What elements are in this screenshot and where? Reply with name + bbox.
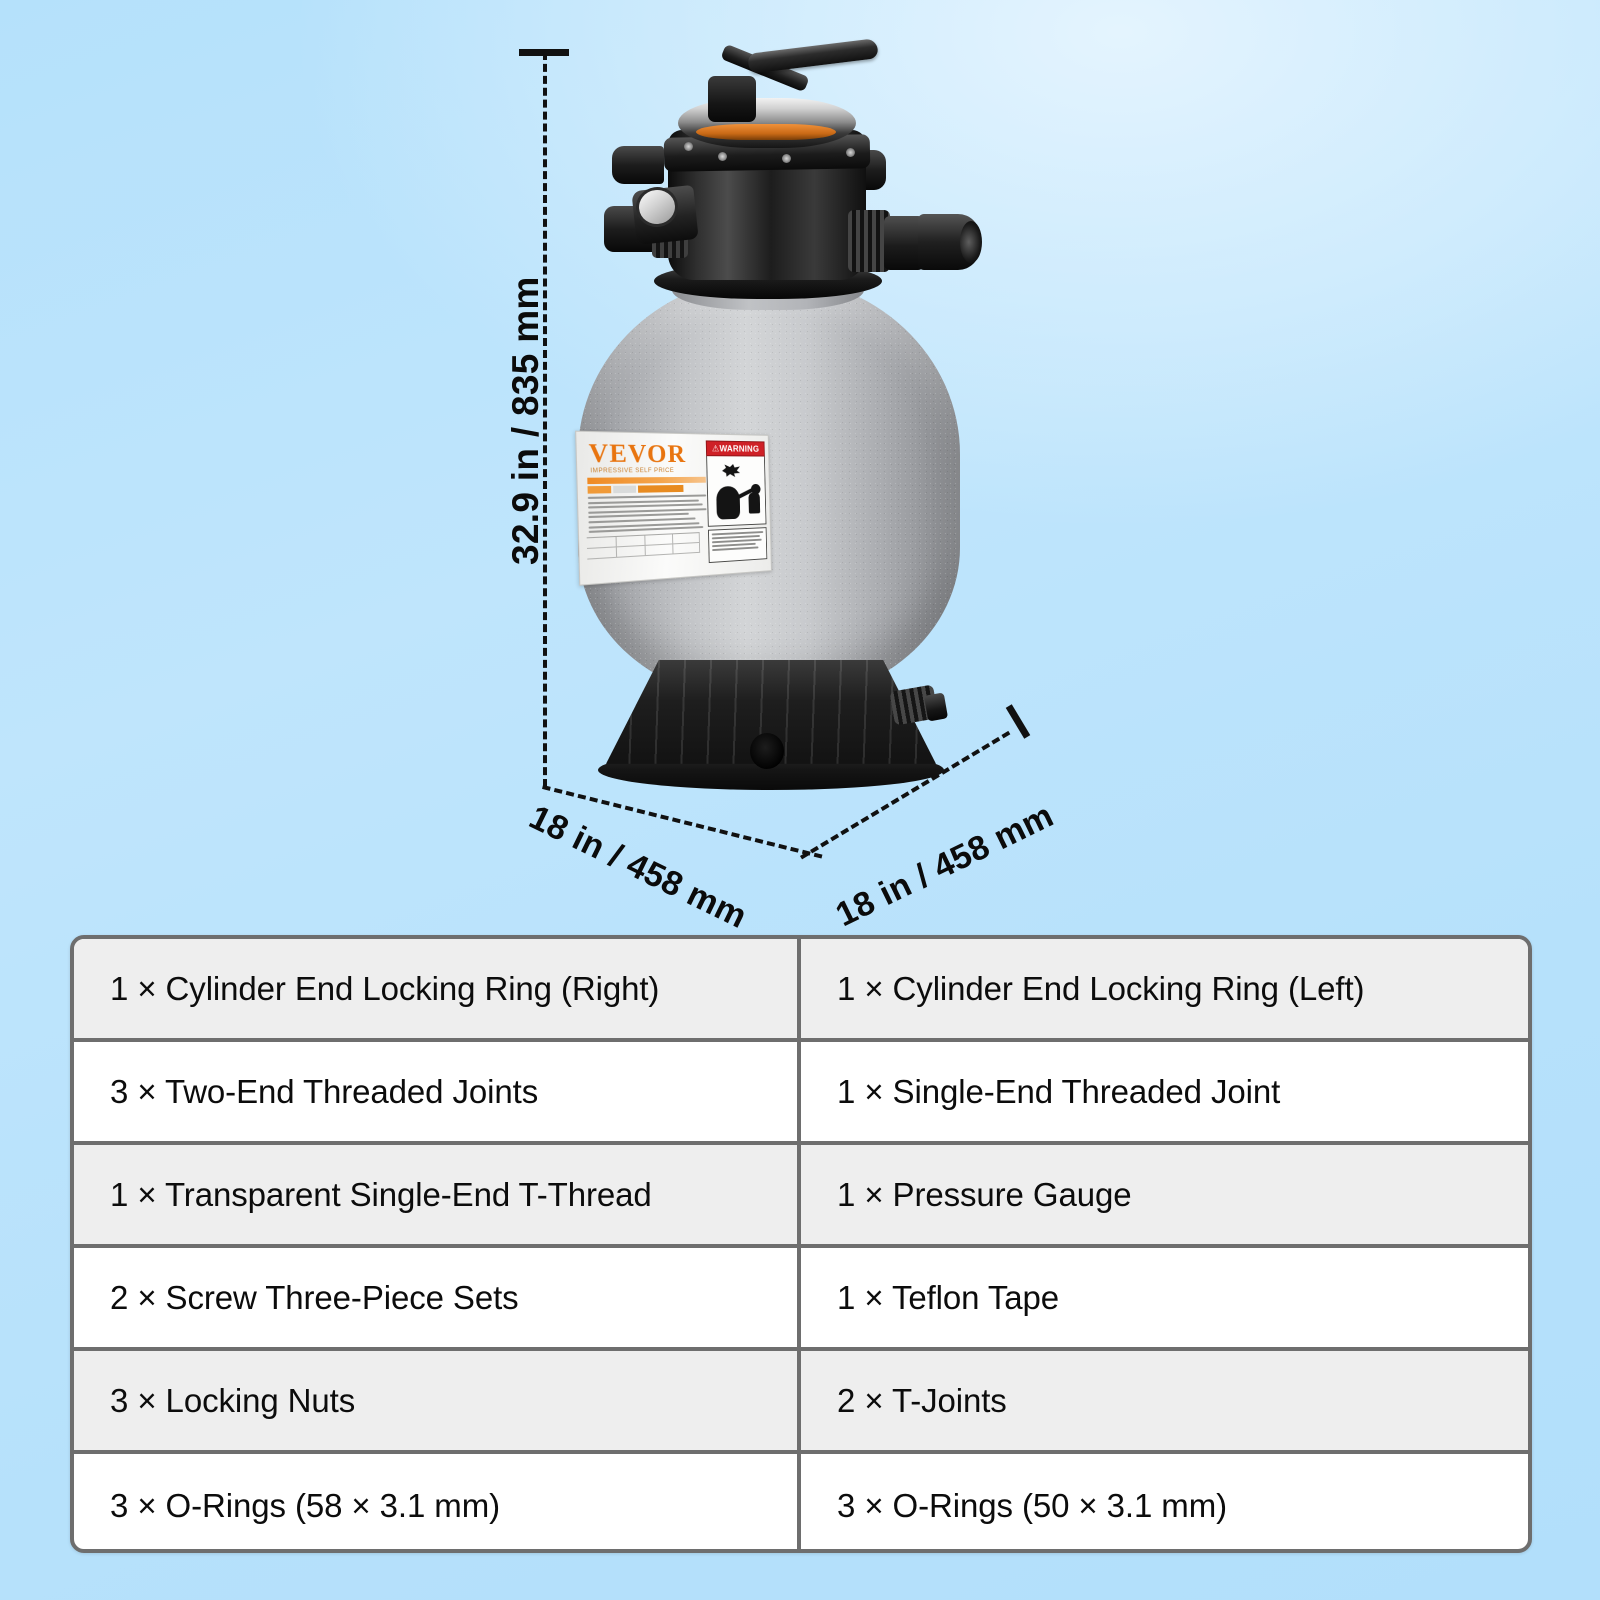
table-cell-left: 1 × Transparent Single-End T-Thread bbox=[74, 1145, 801, 1244]
table-row: 3 × O-Rings (58 × 3.1 mm) 3 × O-Rings (5… bbox=[74, 1454, 1528, 1549]
valve-screw bbox=[718, 152, 727, 161]
height-dimension-top-tick bbox=[519, 49, 569, 56]
table-cell-right: 3 × O-Rings (50 × 3.1 mm) bbox=[837, 1486, 1227, 1524]
table-cell-left: 3 × Two-End Threaded Joints bbox=[74, 1042, 801, 1141]
height-dimension-label: 32.9 in / 835 mm bbox=[505, 276, 546, 565]
valve-port-upper-left bbox=[612, 146, 664, 184]
valve-top-cap bbox=[678, 98, 856, 148]
label-chip bbox=[637, 484, 684, 493]
table-cell-left: 3 × Locking Nuts bbox=[74, 1351, 801, 1450]
front-width-dimension-label: 18 in / 458 mm bbox=[523, 798, 753, 936]
pictogram-burst-icon bbox=[722, 464, 740, 478]
table-row: 1 × Transparent Single-End T-Thread 1 × … bbox=[74, 1145, 1528, 1248]
warning-pictogram bbox=[706, 456, 767, 527]
valve-handle-hub[interactable] bbox=[708, 76, 756, 122]
valve-union-mid-right bbox=[884, 216, 924, 270]
table-cell-right: 1 × Teflon Tape bbox=[837, 1278, 1060, 1316]
label-spec-grid bbox=[586, 532, 701, 560]
warning-header: ⚠WARNING bbox=[705, 440, 765, 457]
label-accent-bar bbox=[587, 476, 706, 485]
height-dimension-line bbox=[543, 52, 547, 787]
label-chip bbox=[613, 485, 637, 494]
table-row: 3 × Two-End Threaded Joints 1 × Single-E… bbox=[74, 1042, 1528, 1145]
included-parts-table: 1 × Cylinder End Locking Ring (Right) 1 … bbox=[70, 935, 1532, 1553]
product-image-sand-filter: VEVOR IMPRESSIVE SELF PRICE bbox=[560, 38, 1000, 798]
table-cell-right: 1 × Cylinder End Locking Ring (Left) bbox=[837, 969, 1365, 1007]
table-cell-left: 1 × Cylinder End Locking Ring (Right) bbox=[74, 939, 801, 1038]
label-chip bbox=[587, 485, 612, 494]
pictogram-person-icon bbox=[736, 482, 761, 519]
valve-screw bbox=[684, 142, 693, 151]
valve-union-nut-right bbox=[848, 210, 890, 272]
table-row: 3 × Locking Nuts 2 × T-Joints bbox=[74, 1351, 1528, 1454]
table-cell-right: 1 × Pressure Gauge bbox=[837, 1175, 1132, 1213]
table-cell-right: 2 × T-Joints bbox=[837, 1381, 1007, 1419]
side-drain-cap bbox=[923, 692, 949, 722]
table-cell-left: 2 × Screw Three-Piece Sets bbox=[74, 1248, 801, 1347]
warning-fineprint bbox=[707, 527, 768, 564]
table-row: 1 × Cylinder End Locking Ring (Right) 1 … bbox=[74, 939, 1528, 1042]
table-cell-right: 1 × Single-End Threaded Joint bbox=[837, 1072, 1281, 1110]
base-drain-hole bbox=[750, 733, 784, 769]
table-row: 2 × Screw Three-Piece Sets 1 × Teflon Ta… bbox=[74, 1248, 1528, 1351]
valve-screw bbox=[782, 154, 791, 163]
product-label: VEVOR IMPRESSIVE SELF PRICE bbox=[575, 430, 772, 586]
valve-orange-seal-ring bbox=[696, 124, 836, 140]
table-cell-left: 3 × O-Rings (58 × 3.1 mm) bbox=[74, 1454, 801, 1549]
pictogram-tank-icon bbox=[716, 486, 741, 520]
valve-screw bbox=[846, 148, 855, 157]
label-fineprint bbox=[587, 494, 707, 534]
warning-panel: ⚠WARNING bbox=[705, 440, 768, 564]
valve-handle-lever[interactable] bbox=[747, 38, 879, 74]
valve-outlet-opening bbox=[960, 221, 982, 263]
warning-label-text: WARNING bbox=[719, 443, 760, 454]
